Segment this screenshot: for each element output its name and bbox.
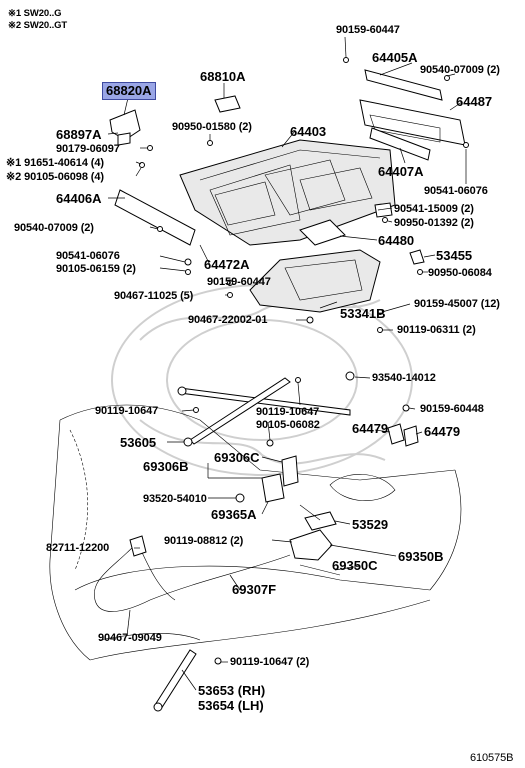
hood-bumper-53455 [409,249,425,265]
part-90467-11025[interactable]: 90467-11025 (5) [114,290,194,302]
part-64479-b[interactable]: 64479 [424,424,461,439]
part-69350C[interactable]: 69350C [332,558,378,573]
part-68897A[interactable]: 68897A [56,127,102,142]
part-90541-06076-r[interactable]: 90541-06076 [424,185,488,197]
part-90105-06082[interactable]: 90105-06082 [256,419,320,431]
part-64407A[interactable]: 64407A [378,164,424,179]
part-90105-06159[interactable]: 90105-06159 (2) [56,263,136,275]
hood-insulator-panel [249,249,381,313]
part-90119-10647-l[interactable]: 90119-10647 [95,405,159,417]
part-53653[interactable]: 53653 (RH) [198,683,266,698]
hood-hinge-parts [109,95,241,146]
hood-lock-control-rod [153,649,197,712]
part-90541-06076-l[interactable]: 90541-06076 [56,250,120,262]
part-64472A[interactable]: 64472A [204,257,250,272]
part-82711-12200[interactable]: 82711-12200 [46,542,110,554]
part-64487[interactable]: 64487 [456,94,493,109]
hood-weatherstrip-right [359,69,466,161]
hood-panel [179,139,396,246]
part-93540-14012[interactable]: 93540-14012 [372,372,436,384]
hood-lock-striker [261,455,321,521]
part-64406A[interactable]: 64406A [56,191,102,206]
part-90159-60447-mid[interactable]: 90159-60447 [207,276,271,288]
part-90467-22002[interactable]: 90467-22002-01 [188,314,268,326]
part-53529[interactable]: 53529 [352,517,389,532]
fasteners [139,57,469,665]
part-69307F[interactable]: 69307F [232,582,277,597]
part-93520-54010[interactable]: 93520-54010 [143,493,207,505]
hood-hinge-brackets-64479 [387,423,419,447]
hood-lock-upper [299,202,393,246]
hood-latch-assembly [289,511,341,576]
highlighted-part-68820A[interactable]: 68820A [102,82,156,100]
hood-side-trim-left [114,189,196,246]
body-outline [49,404,462,661]
part-69306C[interactable]: 69306C [214,450,260,465]
part-90105-06098[interactable]: ※2 90105-06098 (4) [6,171,104,183]
part-53455[interactable]: 53455 [436,248,473,263]
part-90540-07009-tr[interactable]: 90540-07009 (2) [420,64,500,76]
part-64479-a[interactable]: 64479 [352,421,389,436]
part-90159-45007[interactable]: 90159-45007 (12) [414,298,500,310]
part-90541-15009[interactable]: 90541-15009 (2) [394,203,474,215]
part-90467-09049[interactable]: 90467-09049 [98,632,162,644]
part-90540-07009-l[interactable]: 90540-07009 (2) [14,222,94,234]
part-53341B[interactable]: 53341B [340,306,386,321]
part-90119-10647-m[interactable]: 90119-10647 [256,406,320,418]
part-69365A[interactable]: 69365A [211,507,257,522]
part-90179-06097[interactable]: 90179-06097 [56,143,120,155]
part-90119-08812[interactable]: 90119-08812 (2) [164,535,244,547]
part-90950-01392[interactable]: 90950-01392 (2) [394,217,474,229]
part-90119-06311[interactable]: 90119-06311 (2) [397,324,476,336]
part-90119-10647-b[interactable]: 90119-10647 (2) [230,656,310,668]
hood-support-rods [177,377,351,447]
part-68810A[interactable]: 68810A [200,69,246,84]
part-64403[interactable]: 64403 [290,124,327,139]
part-64405A[interactable]: 64405A [372,50,418,65]
part-90950-01580[interactable]: 90950-01580 (2) [172,121,252,133]
diagram-id: 610575B [470,752,514,764]
part-90159-60447-top[interactable]: 90159-60447 [336,24,400,36]
part-69350B[interactable]: 69350B [398,549,444,564]
part-53605[interactable]: 53605 [120,435,157,450]
part-91651-40614[interactable]: ※1 91651-40614 (4) [6,157,104,169]
latch-release-cable [93,535,291,612]
leader-lines [107,36,467,691]
part-90159-60448[interactable]: 90159-60448 [420,403,484,415]
part-53654[interactable]: 53654 (LH) [198,698,264,713]
part-69306B[interactable]: 69306B [143,459,189,474]
part-64480[interactable]: 64480 [378,233,415,248]
note-1: ※1 SW20..G [8,8,62,19]
part-90950-06084[interactable]: 90950-06084 [428,267,492,279]
note-2: ※2 SW20..GT [8,20,68,31]
